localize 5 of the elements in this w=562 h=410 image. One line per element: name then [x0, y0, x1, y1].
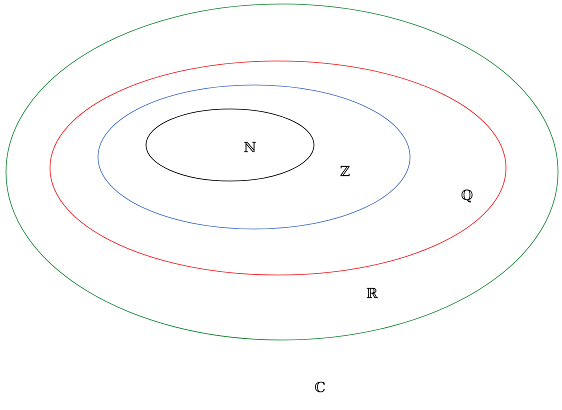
set-label: ℚ	[462, 190, 473, 202]
set-label: ℕ	[244, 142, 256, 152]
set-label: ℤ	[340, 166, 350, 176]
set-label: ℂ	[315, 382, 325, 392]
set-label: ℝ	[366, 288, 378, 298]
